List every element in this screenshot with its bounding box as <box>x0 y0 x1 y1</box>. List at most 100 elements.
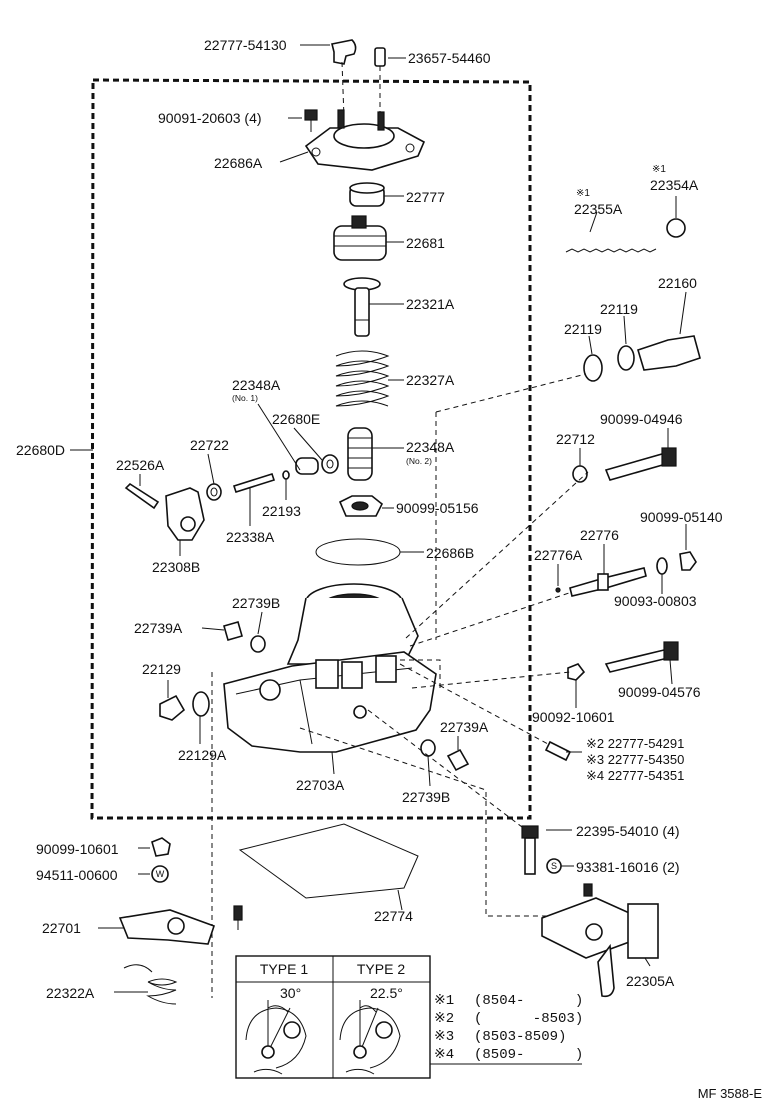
label-22308B: 22308B <box>152 559 200 575</box>
label-22776A: 22776A <box>534 547 583 563</box>
label-22338A: 22338A <box>226 529 275 545</box>
spring-22322A-part <box>123 964 178 1005</box>
leader-lines <box>70 44 687 998</box>
spring-22355A-part <box>565 248 657 253</box>
label-22777-54130: 22777-54130 <box>204 37 287 53</box>
label-22305A: 22305A <box>626 973 675 989</box>
nut-90099-05140-part <box>679 551 697 571</box>
label-22777-54350: ※3 22777-54350 <box>586 752 684 767</box>
bushing-22722-part <box>206 483 222 501</box>
legend-mark-2: ※2 <box>434 1011 454 1027</box>
label-22348A-no2-note: (No. 2) <box>406 456 432 466</box>
label-22686B: 22686B <box>426 545 474 561</box>
w-mark-text: W <box>156 869 165 879</box>
legend-mark-1: ※1 <box>434 993 454 1009</box>
nut-90099-10601-part <box>151 837 171 857</box>
pin-22776A-part <box>555 587 561 593</box>
cap-22354A-part <box>666 218 686 238</box>
screw-90099-04576-part <box>604 641 679 673</box>
label-22777-54351: ※4 22777-54351 <box>586 768 684 783</box>
plug-22739A-right-part <box>446 748 470 772</box>
label-22774: 22774 <box>374 908 413 924</box>
label-90092-10601: 90092-10601 <box>532 709 615 725</box>
pin-22526A-part <box>124 482 160 510</box>
type1-sketch: 30° <box>245 985 307 1075</box>
screw-90099-04946-part <box>604 447 677 481</box>
type2-sketch: 22.5° <box>339 985 403 1075</box>
washer-22119-b-part <box>617 345 635 371</box>
plug-22160-part <box>637 335 701 371</box>
label-22777-54291: ※2 22777-54291 <box>586 736 684 751</box>
label-22776: 22776 <box>580 527 619 543</box>
label-90099-04946: 90099-04946 <box>600 411 683 427</box>
label-22193: 22193 <box>262 503 301 519</box>
washer-22129A-part <box>192 691 210 717</box>
label-22681: 22681 <box>406 235 445 251</box>
type1-title: TYPE 1 <box>260 961 308 977</box>
gasket-22739B-bottom-part <box>420 739 436 757</box>
assembly-frame <box>90 78 532 820</box>
label-22348A-no1: 22348A <box>232 377 281 393</box>
diaphragm-22681-part <box>333 215 387 261</box>
label-22354A-mark: ※1 <box>652 164 666 175</box>
part-labels: 22777-54130 23657-54460 90091-20603 (4) … <box>16 37 723 1001</box>
plug-22129-part <box>159 694 186 721</box>
label-22129: 22129 <box>142 661 181 677</box>
legend-range-1: (8504- ) <box>474 993 583 1009</box>
nut-90099-05156-part <box>338 495 384 517</box>
nut-90092-10601-part <box>567 663 586 681</box>
screw-90091-part <box>304 109 318 132</box>
gasket-22739B-top-part <box>250 635 266 653</box>
label-22526A: 22526A <box>116 457 165 473</box>
label-22722: 22722 <box>190 437 229 453</box>
spring-22348A-no2-part <box>347 427 373 481</box>
pin-22777-54291-part <box>544 740 572 762</box>
label-90099-05140: 90099-05140 <box>640 509 723 525</box>
label-94511-00600: 94511-00600 <box>36 867 118 883</box>
label-22703A: 22703A <box>296 777 345 793</box>
label-22322A: 22322A <box>46 985 95 1001</box>
type1-angle: 30° <box>280 985 301 1001</box>
label-93381-16016: 93381-16016 (2) <box>576 859 680 875</box>
label-90099-10601: 90099-10601 <box>36 841 119 857</box>
screw-22776-part <box>569 567 647 597</box>
cap-22777-part <box>349 182 385 207</box>
label-22119-a: 22119 <box>564 321 602 337</box>
label-90093-00803: 90093-00803 <box>614 593 697 609</box>
label-22701: 22701 <box>42 920 81 936</box>
type2-angle: 22.5° <box>370 985 403 1001</box>
linkage-22305A-part <box>541 883 659 998</box>
legend-range-4: (8509- ) <box>474 1047 583 1063</box>
s-mark-text: S <box>551 861 557 871</box>
label-22680D: 22680D <box>16 442 65 458</box>
legend-range-2: ( -8503) <box>474 1011 583 1027</box>
legend-range-3: (8503-8509) <box>474 1029 566 1045</box>
lever-22777-54130-part <box>331 39 357 119</box>
label-23657-54460: 23657-54460 <box>408 50 491 66</box>
label-90099-05156: 90099-05156 <box>396 500 479 516</box>
bracket-22308B-part <box>165 487 205 541</box>
label-22739A-left: 22739A <box>134 620 183 636</box>
label-22777: 22777 <box>406 189 445 205</box>
legend: ※1 (8504- ) ※2 ( -8503) ※3 (8503-8509) ※… <box>430 993 583 1065</box>
pin-22338A-part <box>232 473 276 493</box>
o-ring-22686B-part <box>315 538 401 566</box>
label-22680E: 22680E <box>272 411 320 427</box>
label-22354A: 22354A <box>650 177 699 193</box>
cap-22680E-part <box>295 454 339 475</box>
label-90099-04576: 90099-04576 <box>618 684 701 700</box>
label-22129A: 22129A <box>178 747 227 763</box>
label-22739A-right: 22739A <box>440 719 489 735</box>
label-22712: 22712 <box>556 431 595 447</box>
spring-22327A-part <box>335 350 390 407</box>
plug-22739A-left-part <box>223 621 243 641</box>
type-box: TYPE 1 TYPE 2 30° 22.5° <box>235 955 431 1079</box>
label-22686A: 22686A <box>214 155 263 171</box>
label-22739B-top: 22739B <box>232 595 280 611</box>
figure-code: MF 3588-E <box>698 1086 763 1101</box>
label-22160: 22160 <box>658 275 697 291</box>
washer-22119-a-part <box>583 354 603 382</box>
washer-90093-00803-part <box>656 557 668 575</box>
legend-mark-3: ※3 <box>434 1029 454 1045</box>
